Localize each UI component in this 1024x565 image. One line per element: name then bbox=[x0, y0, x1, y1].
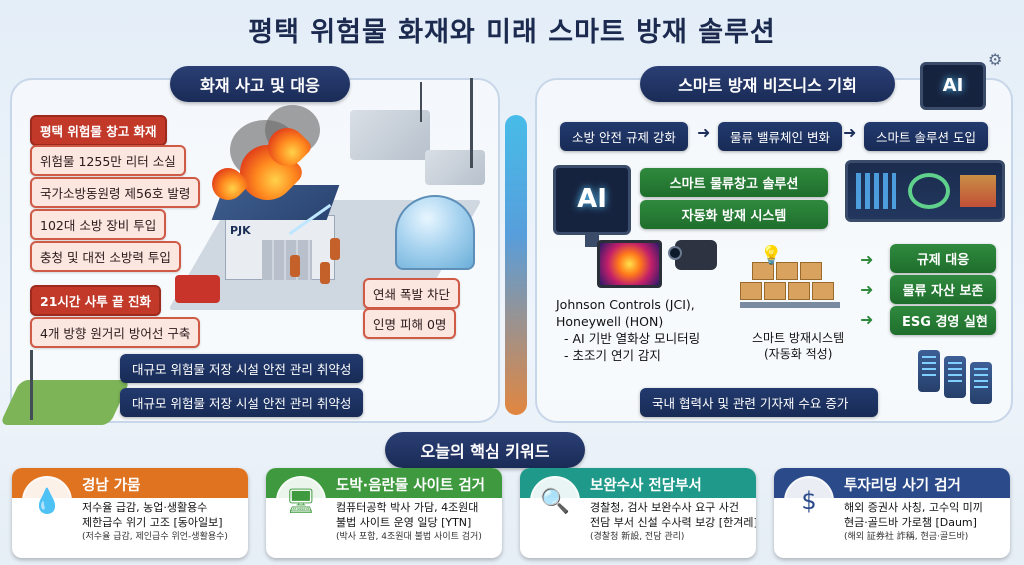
vendor-line-4: - 초조기 연기 감지 bbox=[564, 348, 661, 363]
card-sub: (저수율 급감, 제인급수 위언-생활용수) bbox=[82, 532, 228, 542]
thermal-camera-lens bbox=[668, 246, 682, 260]
card-line-1: 해외 증권사 사칭, 고수익 미끼 bbox=[844, 501, 983, 514]
warehouse-doors bbox=[262, 240, 312, 280]
flow-step-regulation: 소방 안전 규제 강화 bbox=[560, 122, 688, 151]
automated-protection-system: 자동화 방재 시스템 bbox=[640, 200, 828, 229]
event-item-equipment: 102대 소방 장비 투입 bbox=[30, 209, 167, 240]
document-search-icon: 🔍 bbox=[530, 476, 580, 526]
thermal-camera-icon bbox=[675, 240, 717, 270]
server-icon bbox=[970, 362, 992, 404]
result-no-casualty: 인명 피해 0명 bbox=[363, 308, 457, 339]
firefighter-icon bbox=[320, 262, 330, 284]
gear-icon: ⚙ bbox=[988, 50, 1003, 69]
card-line-2: 현금·골드바 가로챔 [Daum] bbox=[844, 515, 977, 529]
server-icon bbox=[944, 356, 966, 398]
keyword-card-investigation: 보완수사 전담부서 🔍 경찰청, 검사 보완수사 요구 사건 전담 부서 신설 … bbox=[520, 468, 756, 558]
factory-buildings bbox=[425, 150, 485, 185]
power-tower-icon bbox=[30, 350, 33, 420]
water-drop-icon: 💧 bbox=[22, 476, 72, 526]
vendor-line-2: Honeywell (HON) bbox=[556, 314, 664, 329]
event-item-regional: 충청 및 대전 소방력 투입 bbox=[30, 241, 181, 272]
factory-buildings bbox=[350, 110, 430, 160]
outcome-asset: 물류 자산 보존 bbox=[890, 275, 996, 304]
arrow-right-icon: ➜ bbox=[843, 123, 857, 142]
outcome-esg: ESG 경영 실현 bbox=[890, 306, 996, 335]
left-section-header: 화재 사고 및 대응 bbox=[170, 66, 350, 102]
lightbulb-icon: 💡 bbox=[760, 245, 783, 266]
event-item-loss: 위험물 1255만 리터 소실 bbox=[30, 145, 186, 176]
flow-step-solution: 스마트 솔루션 도입 bbox=[864, 122, 988, 151]
storage-dome-icon bbox=[395, 195, 475, 270]
system-caption-2: (자동화 적성) bbox=[764, 347, 833, 361]
flow-arrow bbox=[505, 115, 527, 415]
card-line-2: 불법 사이트 운영 일당 [YTN] bbox=[336, 515, 472, 529]
monitor-stand bbox=[585, 235, 599, 247]
right-section-header: 스마트 방재 비즈니스 기회 bbox=[640, 66, 895, 102]
card-sub: (해외 証券社 詐稱, 현금·골드바) bbox=[844, 532, 969, 542]
keywords-header: 오늘의 핵심 키워드 bbox=[385, 432, 585, 468]
power-tower-icon bbox=[420, 82, 422, 122]
arrow-right-icon: ➜ bbox=[860, 280, 874, 299]
firefighter-icon bbox=[290, 255, 300, 277]
event-item-mobilization: 국가소방동원령 제56호 발령 bbox=[30, 177, 201, 208]
money-hand-icon: $ bbox=[784, 476, 834, 526]
arrow-right-icon: ➜ bbox=[860, 310, 874, 329]
monitor-eye-icon: 🖥 bbox=[276, 476, 326, 526]
result-chain-explosion: 연쇄 폭발 차단 bbox=[363, 278, 460, 309]
grass-field bbox=[0, 380, 131, 425]
event-item-defense: 4개 방향 원거리 방어선 구축 bbox=[30, 317, 201, 348]
smart-warehouse-solution: 스마트 물류창고 솔루션 bbox=[640, 168, 828, 197]
server-icon bbox=[918, 350, 940, 392]
flow-step-logistics: 물류 밸류체인 변화 bbox=[718, 122, 842, 151]
card-line-1: 저수율 급감, 농업·생활용수 bbox=[82, 501, 208, 514]
demand-banner: 국내 협력사 및 관련 기자재 수요 증가 bbox=[640, 388, 878, 417]
dashboard-monitor-icon bbox=[845, 160, 1005, 222]
arrow-right-icon: ➜ bbox=[860, 250, 874, 269]
keyword-card-investment-fraud: 투자리딩 사기 검거 $ 해외 증권사 사칭, 고수익 미끼 현금·골드바 가로… bbox=[774, 468, 1010, 558]
outcome-regulation: 규제 대응 bbox=[890, 244, 996, 273]
card-sub: (경찰청 新設, 전담 관리) bbox=[590, 532, 685, 542]
warehouse-sign: PJK bbox=[230, 224, 251, 237]
fire-truck-icon bbox=[175, 275, 220, 303]
weakness-banner-2: 대규모 위험물 저장 시설 안전 관리 취약성 bbox=[120, 388, 364, 417]
ai-monitor-icon: AI bbox=[920, 62, 986, 110]
vendor-line-1: Johnson Controls (JCI), bbox=[556, 297, 695, 312]
keyword-card-drought: 경남 가뭄 💧 저수율 급감, 농업·생활용수 제한급수 위기 고조 [동아일보… bbox=[12, 468, 248, 558]
keyword-card-gambling: 도박·음란물 사이트 검거 🖥 컴퓨터공학 박사 가담, 4조원대 불법 사이트… bbox=[266, 468, 502, 558]
card-line-1: 경찰청, 검사 보완수사 요구 사건 bbox=[590, 501, 740, 514]
thermal-tablet-icon bbox=[597, 240, 662, 288]
vendor-line-3: - AI 기반 열화상 모니터링 bbox=[564, 331, 701, 346]
card-sub: (박사 포함, 4조원대 불법 사이트 검거) bbox=[336, 532, 482, 542]
weakness-banner-1: 대규모 위험물 저장 시설 안전 관리 취약성 bbox=[120, 354, 364, 383]
ai-screen-icon: AI bbox=[553, 165, 631, 235]
power-tower-icon bbox=[470, 78, 473, 168]
firefighter-icon bbox=[330, 238, 340, 260]
card-line-2: 제한급수 위기 고조 [동아일보] bbox=[82, 515, 223, 529]
ai-label: AI bbox=[942, 75, 964, 96]
event-item-fire: 평택 위험물 창고 화재 bbox=[30, 115, 167, 146]
system-caption-1: 스마트 방재시스템 bbox=[752, 331, 845, 345]
arrow-right-icon: ➜ bbox=[697, 123, 711, 142]
event-item-extinguished: 21시간 사투 끝 진화 bbox=[30, 285, 161, 316]
ai-label: AI bbox=[577, 184, 607, 214]
card-line-2: 전담 부서 신설 수사력 보강 [한겨레] bbox=[590, 515, 756, 529]
smart-warehouse-icon bbox=[740, 252, 850, 322]
page-title: 평택 위험물 화재와 미래 스마트 방재 솔루션 bbox=[248, 17, 776, 48]
card-line-1: 컴퓨터공학 박사 가담, 4조원대 bbox=[336, 501, 479, 514]
